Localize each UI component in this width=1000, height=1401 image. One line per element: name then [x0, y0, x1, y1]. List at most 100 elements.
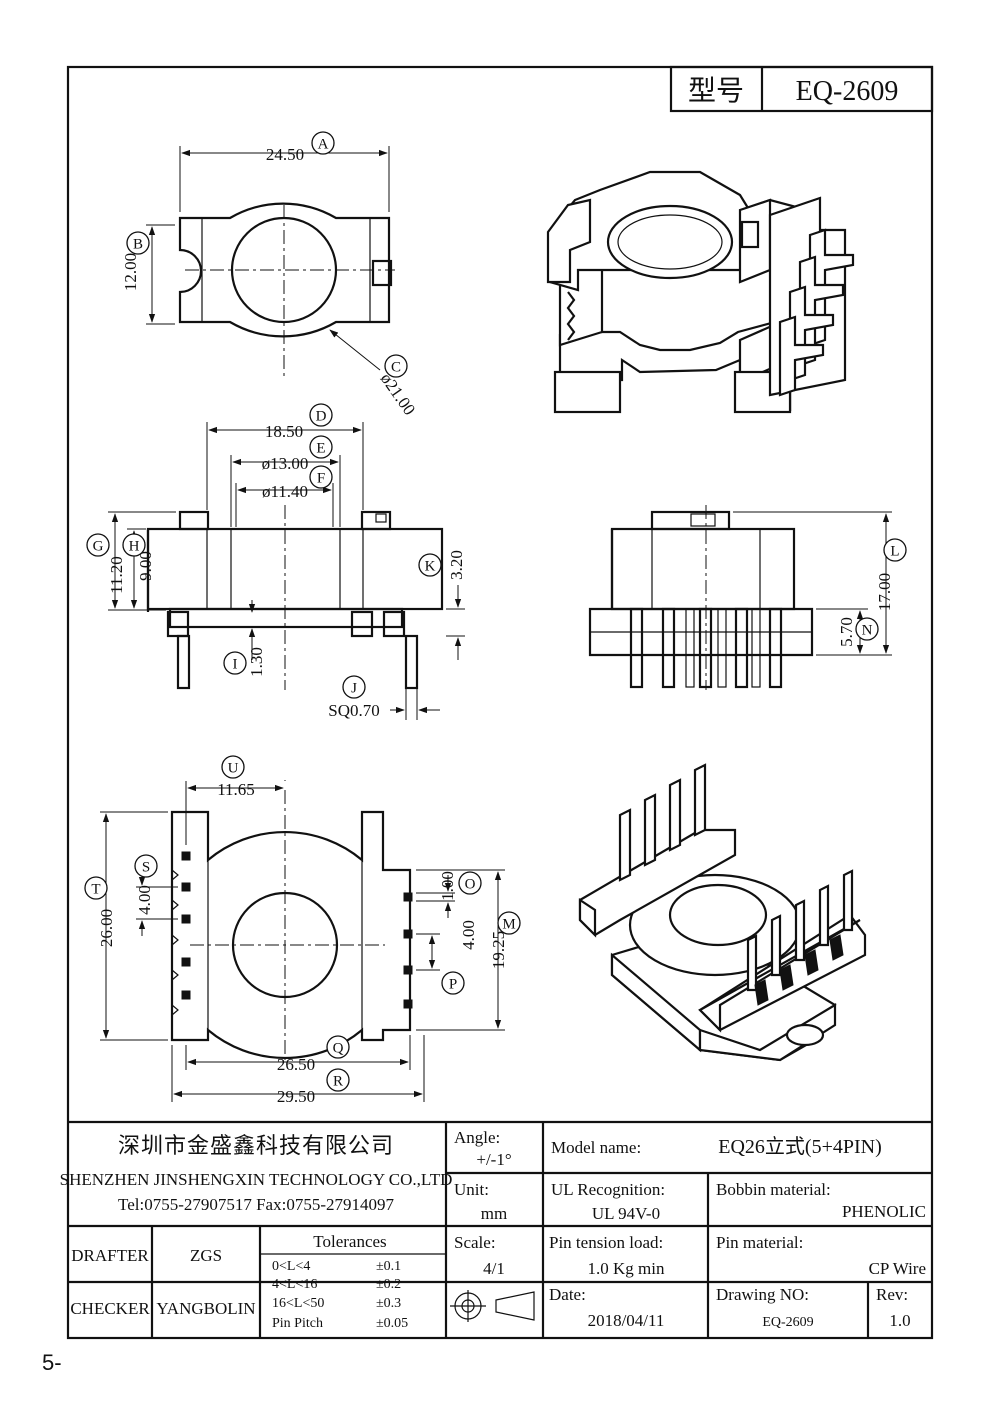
svg-text:N: N [862, 623, 873, 639]
model-name-value: EQ26立式(5+4PIN) [718, 1135, 882, 1158]
dim-M-value: 19.25 [489, 931, 508, 969]
dimension-labels: A B C DEF G H I J K L M N O P Q R S T U [84, 131, 907, 1092]
dimension-label-I: I [223, 651, 247, 675]
bottom-view-pins-right [403, 892, 413, 1009]
drafter-label: DRAFTER [71, 1246, 149, 1265]
svg-text:H: H [129, 539, 140, 555]
dimension-label-H: H [122, 533, 146, 557]
dimension-label-O: O [458, 871, 482, 895]
company-name-en: SHENZHEN JINSHENGXIN TECHNOLOGY CO.,LTD [60, 1170, 453, 1189]
unit-label: Unit: [454, 1180, 489, 1199]
dimension-label-P: P [441, 971, 465, 995]
svg-text:P: P [449, 977, 457, 993]
svg-text:L: L [890, 544, 899, 560]
svg-text:A: A [318, 137, 329, 153]
dim-S-value: 4.00 [135, 885, 154, 915]
tolerance-list: 0<L<4 ±0.1 4<L<16 ±0.2 16<L<50 ±0.3 Pin … [272, 1259, 408, 1331]
dimension-label-R: R [326, 1068, 350, 1092]
dimension-label-F: F [309, 465, 333, 489]
svg-text:S: S [142, 860, 150, 876]
dim-P-value: 4.00 [459, 920, 478, 950]
dim-H-value: 9.00 [136, 551, 155, 581]
bottom-view: 11.65 26.00 4.00 19.25 1.00 4.00 26.50 [97, 780, 508, 1106]
svg-text:G: G [93, 539, 104, 555]
svg-text:J: J [351, 681, 357, 697]
dim-F-value: ø11.40 [262, 482, 308, 501]
title-block: 深圳市金盛鑫科技有限公司 SHENZHEN JINSHENGXIN TECHNO… [60, 1120, 932, 1338]
date-value: 2018/04/11 [588, 1311, 665, 1330]
svg-text:R: R [333, 1074, 343, 1090]
dimension-label-J: J [342, 675, 366, 699]
dimension-label-S: S [134, 854, 158, 878]
checker-label: CHECKER [70, 1299, 150, 1318]
svg-text:E: E [316, 441, 325, 457]
tolerance-range: 0<L<4 [272, 1259, 310, 1274]
dim-Q-value: 26.50 [277, 1055, 315, 1074]
dim-N-value: 5.70 [837, 617, 856, 647]
dim-A-value: 24.50 [266, 145, 304, 164]
dimension-label-Q: Q [326, 1035, 350, 1059]
dim-T-value: 26.00 [97, 909, 116, 947]
dim-G-value: 11.20 [107, 556, 126, 594]
tolerance-value: ±0.2 [376, 1277, 401, 1292]
scale-label: Scale: [454, 1233, 496, 1252]
dimension-label-A: A [311, 131, 335, 155]
projection-symbol-icon [450, 1290, 535, 1322]
tolerance-value: ±0.05 [376, 1316, 408, 1331]
dimension-label-K: K [418, 553, 442, 577]
dim-D-value: 18.50 [265, 422, 303, 441]
dim-O-value: 1.00 [438, 871, 457, 901]
dimension-label-N: N [855, 617, 879, 641]
dim-J-value: SQ0.70 [328, 701, 379, 720]
dim-I-value: 1.30 [247, 647, 266, 677]
company-name-cn: 深圳市金盛鑫科技有限公司 [118, 1133, 394, 1158]
svg-text:D: D [316, 409, 327, 425]
dimension-label-L: L [883, 538, 907, 562]
dim-B-value: 12.00 [121, 253, 140, 291]
top-view: 24.50 12.00 ø21.00 [121, 145, 419, 419]
svg-text:U: U [228, 761, 239, 777]
checker-value: YANGBOLIN [156, 1299, 255, 1318]
svg-text:Q: Q [333, 1041, 344, 1057]
dimension-label-C: C [384, 354, 408, 378]
page-number: 5- [42, 1350, 62, 1375]
isometric-view-bottom [578, 763, 867, 1062]
model-name-label: Model name: [551, 1138, 641, 1157]
ul-label: UL Recognition: [551, 1180, 665, 1199]
pin-tension-value: 1.0 Kg min [588, 1259, 665, 1278]
drawing-no-value: EQ-2609 [762, 1315, 813, 1330]
scale-value: 4/1 [483, 1259, 505, 1278]
svg-text:M: M [502, 917, 515, 933]
svg-text:B: B [133, 237, 143, 253]
bottom-view-pins-left [171, 851, 191, 1016]
dimension-label-B: B [126, 231, 150, 255]
dimension-label-T: T [84, 876, 108, 900]
tolerance-value: ±0.3 [376, 1296, 401, 1311]
drawing-no-label: Drawing NO: [716, 1285, 809, 1304]
side-view: 17.00 5.70 [588, 505, 894, 690]
unit-value: mm [481, 1204, 507, 1223]
bobbin-label: Bobbin material: [716, 1180, 831, 1199]
bobbin-value: PHENOLIC [842, 1202, 926, 1221]
svg-text:O: O [465, 877, 476, 893]
rev-value: 1.0 [889, 1311, 910, 1330]
dimension-label-U: U [221, 755, 245, 779]
dim-E-value: ø13.00 [262, 454, 309, 473]
ul-value: UL 94V-0 [592, 1204, 660, 1223]
isometric-top-pins [778, 228, 855, 397]
drawing-border [66, 65, 934, 1340]
date-label: Date: [549, 1285, 586, 1304]
svg-text:T: T [91, 882, 100, 898]
dim-L-value: 17.00 [875, 573, 894, 611]
side-view-pins [629, 607, 783, 689]
svg-text:K: K [425, 559, 436, 575]
svg-text:C: C [391, 360, 401, 376]
tolerance-range: 16<L<50 [272, 1296, 324, 1311]
model-box: 型号 EQ-2609 [669, 65, 934, 113]
tolerance-value: ±0.1 [376, 1259, 401, 1274]
pin-material-value: CP Wire [869, 1259, 926, 1278]
dim-U-value: 11.65 [217, 780, 255, 799]
dim-R-value: 29.50 [277, 1087, 315, 1106]
dimension-label-M: M [497, 911, 521, 935]
